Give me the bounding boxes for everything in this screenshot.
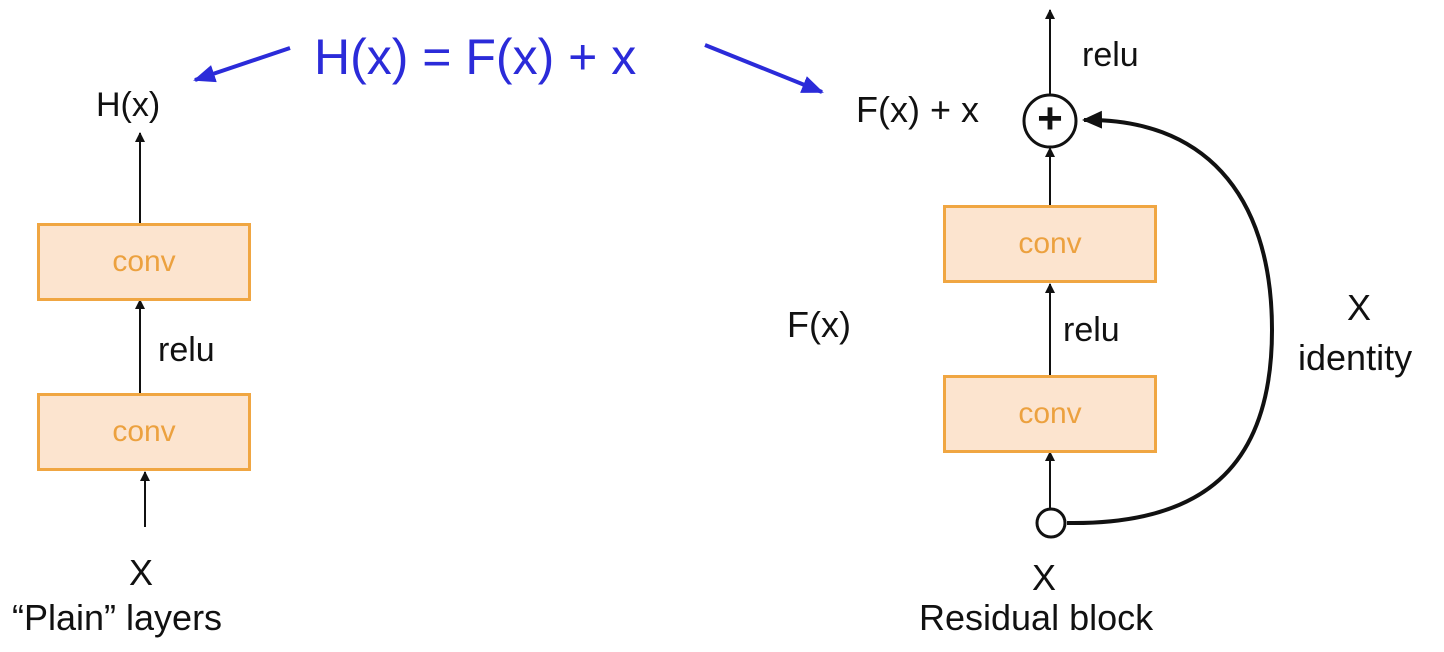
- formula-arrow-left: [193, 46, 291, 83]
- residual-conv-bottom-label: conv: [1018, 397, 1082, 430]
- formula-arrow-right: [704, 43, 824, 94]
- residual-caption: Residual block: [919, 597, 1154, 638]
- plain-caption: “Plain” layers: [12, 597, 223, 638]
- plain-input-label: X: [129, 552, 154, 593]
- residual-function-label: F(x): [787, 304, 851, 345]
- plain-output-label: H(x): [96, 86, 161, 124]
- sum-node: [1022, 93, 1078, 149]
- residual-conv-top: conv: [943, 205, 1157, 283]
- plain-conv-top: conv: [37, 223, 251, 301]
- residual-conv-bottom: conv: [943, 375, 1157, 453]
- plain-conv-top-label: conv: [112, 245, 176, 278]
- shortcut-label-identity: identity: [1298, 337, 1413, 378]
- plain-relu-label: relu: [158, 331, 215, 369]
- identity-shortcut-curve: [1066, 110, 1275, 526]
- residual-input-label: X: [1032, 557, 1057, 598]
- formula-label: H(x) = F(x) + x: [314, 29, 637, 85]
- residual-conv-top-label: conv: [1018, 227, 1082, 260]
- plus-icon: +: [1037, 94, 1063, 143]
- residual-output-relu-label: relu: [1082, 36, 1139, 74]
- plain-conv-bottom-label: conv: [112, 415, 176, 448]
- sum-label: F(x) + x: [856, 89, 979, 130]
- input-node: [1035, 507, 1067, 539]
- residual-relu-label: relu: [1063, 311, 1120, 349]
- shortcut-label-x: X: [1347, 287, 1372, 328]
- plain-conv-bottom: conv: [37, 393, 251, 471]
